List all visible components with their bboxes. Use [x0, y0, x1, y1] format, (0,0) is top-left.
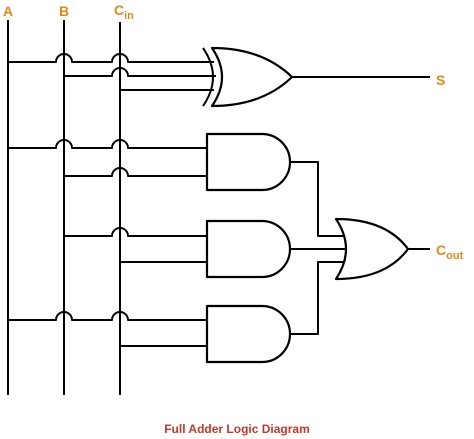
output-label-cout: Cout	[436, 242, 464, 262]
output-label-cout-sub: out	[446, 250, 464, 262]
and-gate-1	[205, 132, 292, 192]
wire-a-to-xor	[8, 53, 214, 63]
input-label-b: B	[59, 3, 70, 19]
wire-a-to-and3	[8, 311, 207, 321]
diagram-caption: Full Adder Logic Diagram	[164, 422, 310, 436]
xor-gate-extra-arc	[202, 47, 214, 107]
wire-a-to-and1	[8, 139, 207, 149]
output-label-sum: S	[436, 72, 446, 88]
and-gate-3	[205, 304, 292, 364]
wire-b-to-and2	[64, 227, 207, 237]
or-gate	[334, 217, 410, 281]
wire-and3-to-or	[290, 261, 344, 335]
input-label-cin-main: C	[114, 2, 125, 18]
xor-gate	[210, 46, 294, 108]
wire-b-to-and1	[64, 167, 207, 177]
wire-b-to-xor	[64, 67, 216, 77]
input-label-cin-sub: in	[124, 10, 134, 22]
wire-and1-to-or	[290, 161, 344, 237]
input-label-cin: Cin	[114, 2, 134, 22]
and-gate-2	[205, 219, 292, 279]
output-label-cout-main: C	[436, 242, 447, 258]
input-label-a: A	[3, 3, 14, 19]
